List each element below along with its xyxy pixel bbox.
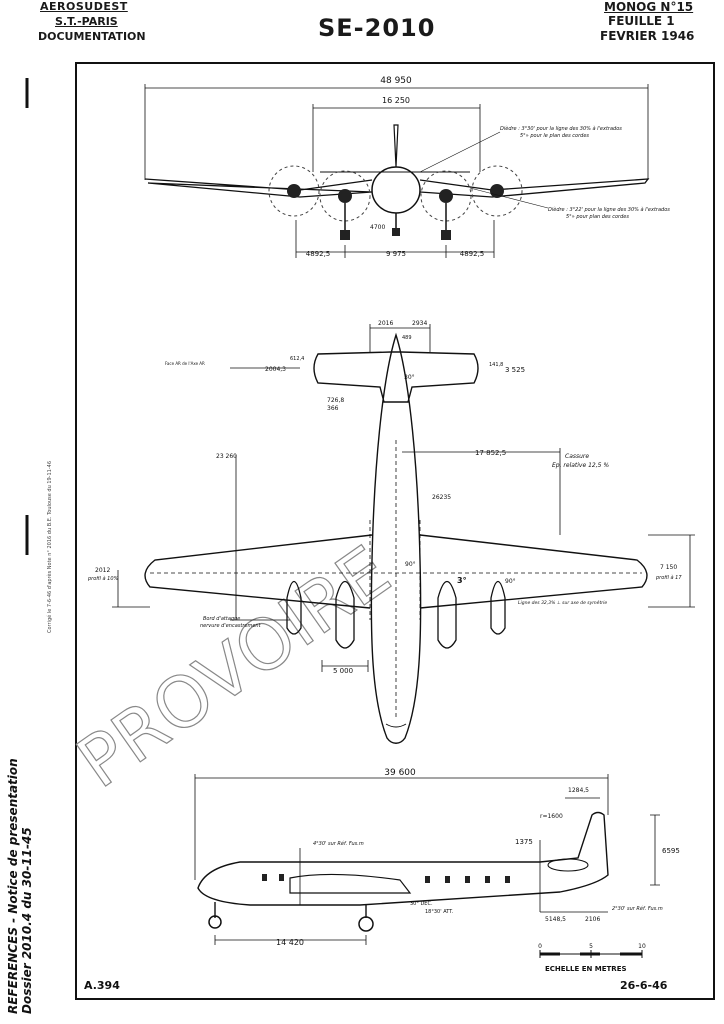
angle-90b-label: 90° (505, 578, 516, 585)
leading-edge-note-1: Bord d'attaque (203, 616, 240, 622)
side-windows (262, 874, 510, 883)
fin-height-label: 6595 (662, 847, 680, 855)
side-length-label: 39 600 (384, 768, 416, 778)
side-nose-wheel (208, 915, 222, 929)
watermark-text: PROVOIRE (63, 530, 405, 804)
plan-nacelle (286, 580, 302, 635)
fin-radius-label: r=1600 (540, 813, 563, 820)
main-wheel (441, 230, 451, 240)
engine-nacelle (287, 184, 301, 198)
front-fin (393, 124, 399, 168)
dihedral-note-outer-2: 5°» pour plan des cordes (566, 214, 629, 220)
tail-dim-b-label: 366 (327, 405, 339, 412)
scale-label: ECHELLE EN METRES (545, 965, 627, 973)
plan-centerlines (150, 440, 642, 720)
profile-left-label: 2012 (95, 567, 110, 574)
dihedral-leaders (419, 131, 549, 209)
relative-thickness-label: Ep. relative 12,5 % (552, 462, 609, 469)
plan-tailplane (313, 351, 479, 403)
wheelbase-label: 14 420 (276, 938, 304, 947)
front-tail-span-label: 16 250 (382, 96, 410, 105)
angle-dec-label: 30° DEC. (410, 901, 433, 907)
engine-nacelle (338, 189, 352, 203)
tail-dim-2-label: 2106 (585, 916, 600, 923)
dihedral-note-outer-1: Dièdre : 3°22' pour la ligne des 30% à l… (548, 206, 670, 213)
stab-offset-label: 489 (402, 335, 412, 341)
profile-left-note: profil à 10% (87, 575, 119, 582)
fin-dim-label: 1375 (515, 838, 533, 846)
org-name-line1: AEROSUDEST (40, 0, 128, 13)
side-view: 39 600 1284,5 r=1600 6595 1375 4°30' sur… (194, 768, 680, 947)
front-wing (144, 178, 650, 198)
profile-right-note: profil à 17 (655, 574, 682, 581)
stab-right-label: 141,8 (489, 362, 503, 368)
front-dimension-lines (144, 84, 649, 258)
engine-gap-label: 5 000 (333, 667, 353, 675)
stab-root-label: 2016 (378, 320, 393, 327)
root-dim-label: 26235 (432, 494, 451, 501)
scale-tick-0: 0 (538, 943, 542, 950)
incidence-note-1: 4°30' sur Réf. Fus.m (313, 840, 364, 847)
line-note: Ligne des 32,3% ⊥ sur axe de symétrie (518, 599, 607, 606)
plan-nose-glazing (385, 723, 407, 728)
tail-dim-a-label: 726,8 (327, 397, 344, 404)
org-name-line2: S.T.-PARIS (55, 15, 118, 28)
front-propellers (268, 165, 523, 222)
leading-edge-note-2: nervure d'encastrement (200, 623, 262, 629)
scale-bar: 0 5 10 ECHELLE EN METRES (538, 943, 646, 973)
scale-tick-10: 10 (638, 943, 646, 950)
angle-att-label: 18°30' ATT. (425, 909, 454, 915)
dihedral-note-inner-2: 5°» pour le plan des cordes (520, 133, 589, 139)
profile-right-label: 7 150 (660, 564, 677, 571)
wing-semi-span-label: 17 852,5 (475, 449, 506, 457)
stab-tip-label: 2934 (412, 320, 427, 327)
front-view: 48 950 16 250 Dièdre : 3°30' pour la lig… (144, 76, 670, 258)
nose-wheel (392, 228, 400, 236)
plan-fuselage (370, 332, 422, 744)
org-name-line3: DOCUMENTATION (38, 30, 146, 43)
main-wheel (340, 230, 350, 240)
stab-small-label: 612,4 (290, 356, 304, 362)
prop-gap-label: 4700 (370, 224, 385, 231)
dihedral-note-inner-1: Dièdre : 3°30' pour la ligne des 30% à l… (500, 125, 622, 132)
issue-date: FEVRIER 1946 (600, 29, 695, 43)
cassure-label: Cassure (565, 453, 589, 460)
plan-wing (144, 534, 648, 609)
tail-dim-1-label: 5148,5 (545, 916, 566, 923)
side-dimension-lines (194, 774, 660, 945)
drawing-frame (75, 62, 715, 1000)
front-span-label: 48 950 (380, 76, 412, 86)
plan-dimension-lines (112, 324, 695, 672)
side-main-wheel (358, 916, 374, 932)
side-wing-nacelles (289, 873, 412, 894)
angle-90-label: 90° (405, 561, 416, 568)
scale-tick-5: 5 (589, 943, 593, 950)
side-fuselage (197, 811, 609, 906)
fuselage-length-label: 23 260 (216, 453, 237, 460)
side-tailplane (547, 858, 589, 872)
page-title: SE-2010 (318, 14, 436, 42)
plan-view: 2016 2934 489 Face AR de l'Axe AR 2004,3… (87, 320, 695, 744)
sheet-code: A.394 (84, 979, 120, 992)
stab-chord-label: 3 525 (505, 366, 525, 374)
plan-nacelle (490, 580, 506, 635)
plan-nacelle (437, 580, 457, 649)
front-fuselage (371, 166, 421, 214)
monograph-number: MONOG N°15 (604, 0, 694, 14)
outer-left-label: 4892,5 (306, 250, 331, 258)
angle-30-label: 30° (404, 374, 415, 381)
fin-offset-label: 1284,5 (568, 787, 589, 794)
face-note: Face AR de l'Axe AR (165, 361, 205, 366)
track-label: 9 975 (386, 250, 406, 258)
outer-right-label: 4892,5 (460, 250, 485, 258)
incidence-note-2: 2°30' sur Réf. Fus.m (612, 905, 663, 912)
stab-depth-label: 2004,3 (265, 366, 286, 373)
sweep-angle-label: 3° (457, 576, 467, 585)
sheet-number: FEUILLE 1 (608, 14, 675, 28)
engine-nacelle (439, 189, 453, 203)
engine-nacelle (490, 184, 504, 198)
plan-nacelle (335, 580, 355, 649)
sheet-date: 26-6-46 (620, 979, 668, 992)
